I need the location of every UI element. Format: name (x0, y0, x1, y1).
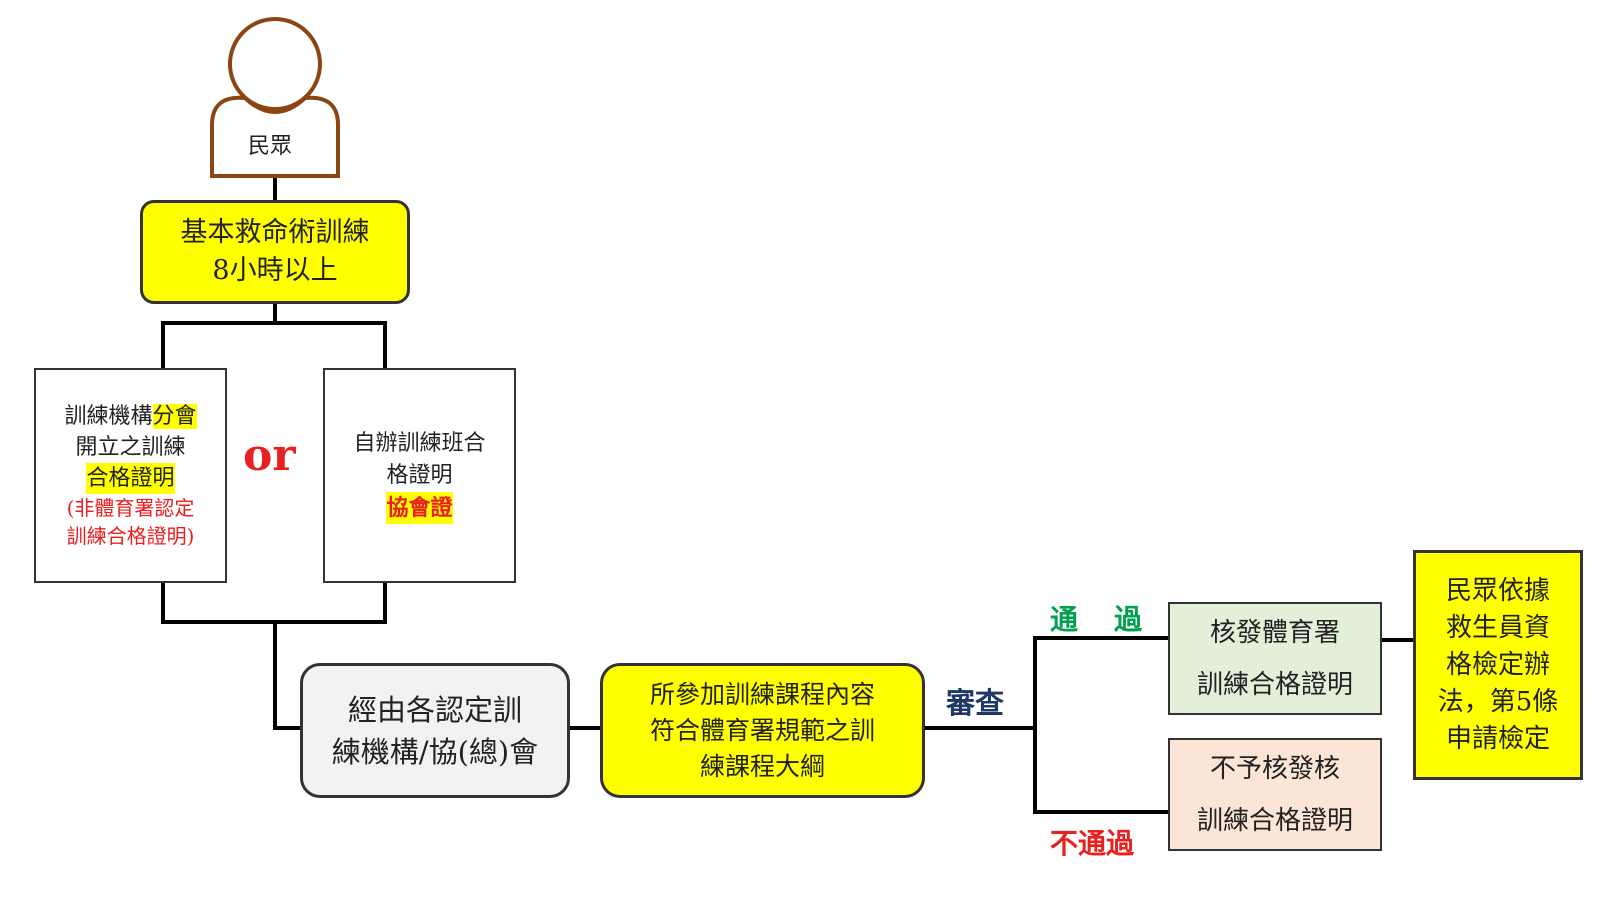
or-label: or (243, 430, 296, 481)
apply-exam-line4: 法，第5條 (1437, 686, 1559, 717)
course-requirement-line2: 符合體育署規範之訓 (649, 715, 875, 745)
self-organized-line2: 格證明 (386, 462, 453, 488)
not-recognized-note2: 訓練合格證明) (66, 524, 195, 548)
basic-training-line1: 基本救命術訓練 (180, 217, 370, 248)
course-requirement-line3: 練課程大綱 (699, 751, 825, 781)
basic-training-line2: 8小時以上 (212, 255, 338, 286)
branch-certificate-line2: 開立之訓練 (75, 435, 186, 460)
apply-exam-line1: 民眾依據 (1445, 575, 1550, 606)
issue-certificate-line1: 核發體育署 (1209, 617, 1340, 648)
branch-certificate-box: 訓練機構分會 開立之訓練 合格證明 (非體育署認定 訓練合格證明) (34, 368, 227, 583)
person-label: 民眾 (247, 134, 292, 159)
pass-label: 通 過 (1050, 603, 1147, 636)
certified-organization-line2: 練機構/協(總)會 (331, 734, 539, 769)
qualified-certificate-highlight: 合格證明 (86, 463, 175, 494)
deny-certificate-box: 不予核發核 訓練合格證明 (1168, 738, 1382, 851)
course-requirement-box: 所參加訓練課程內容 符合體育署規範之訓 練課程大綱 (600, 663, 925, 798)
person-icon (210, 17, 340, 178)
certified-organization-box: 經由各認定訓 練機構/協(總)會 (300, 663, 570, 798)
branch-certificate-line1a: 訓練機構 (64, 404, 153, 429)
apply-exam-box: 民眾依據 救生員資 格檢定辦 法，第5條 申請檢定 (1413, 550, 1583, 780)
certified-organization-line1: 經由各認定訓 (347, 692, 522, 727)
apply-exam-line3: 格檢定辦 (1445, 649, 1550, 680)
issue-certificate-box: 核發體育署 訓練合格證明 (1168, 602, 1382, 715)
self-organized-line1: 自辦訓練班合 (353, 430, 486, 456)
fail-label: 不通過 (1050, 827, 1135, 860)
not-recognized-note1: (非體育署認定 (66, 496, 195, 520)
deny-certificate-line2: 訓練合格證明 (1196, 805, 1353, 836)
association-certificate-highlight: 協會證 (386, 491, 453, 524)
self-organized-certificate-box: 自辦訓練班合 格證明 協會證 (323, 368, 516, 583)
apply-exam-line5: 申請檢定 (1445, 723, 1550, 754)
branch-highlight: 分會 (152, 404, 197, 429)
review-label: 審查 (946, 686, 1005, 720)
issue-certificate-line2: 訓練合格證明 (1196, 669, 1353, 700)
course-requirement-line1: 所參加訓練課程內容 (649, 679, 875, 709)
basic-training-box: 基本救命術訓練 8小時以上 (140, 200, 410, 304)
deny-certificate-line1: 不予核發核 (1209, 753, 1340, 784)
apply-exam-line2: 救生員資 (1445, 612, 1550, 643)
